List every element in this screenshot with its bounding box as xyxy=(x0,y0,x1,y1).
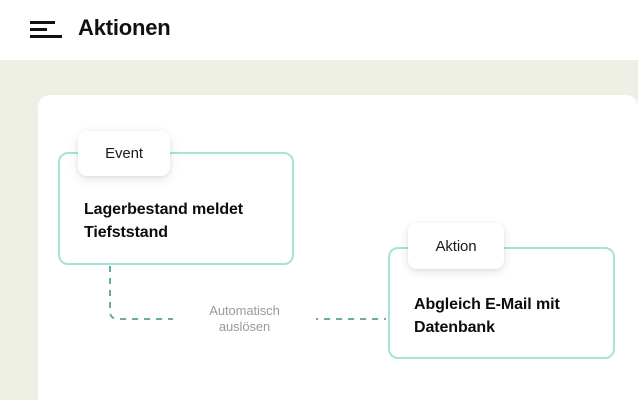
flow-node-action-badge[interactable]: Aktion xyxy=(408,223,504,269)
page-title: Aktionen xyxy=(78,15,171,40)
hamburger-menu-icon[interactable] xyxy=(30,19,68,41)
menu-line-bottom xyxy=(30,35,62,38)
menu-line-middle xyxy=(30,28,47,31)
flow-node-event-title: Lagerbestand meldet Tiefststand xyxy=(84,201,244,241)
top-bar: Aktionen xyxy=(0,0,638,60)
connector-label-line1: Automatisch xyxy=(209,303,280,318)
flow-node-event-badge[interactable]: Event xyxy=(78,131,170,176)
flow-node-action-title: Abgleich E-Mail mit Datenbank xyxy=(414,296,560,336)
menu-line-top xyxy=(30,21,55,24)
connector-label: Automatisch auslösen xyxy=(173,303,316,335)
flow-node-event[interactable]: Lagerbestand meldet Tiefststand xyxy=(58,152,294,265)
connector-label-line2: auslösen xyxy=(218,319,271,334)
